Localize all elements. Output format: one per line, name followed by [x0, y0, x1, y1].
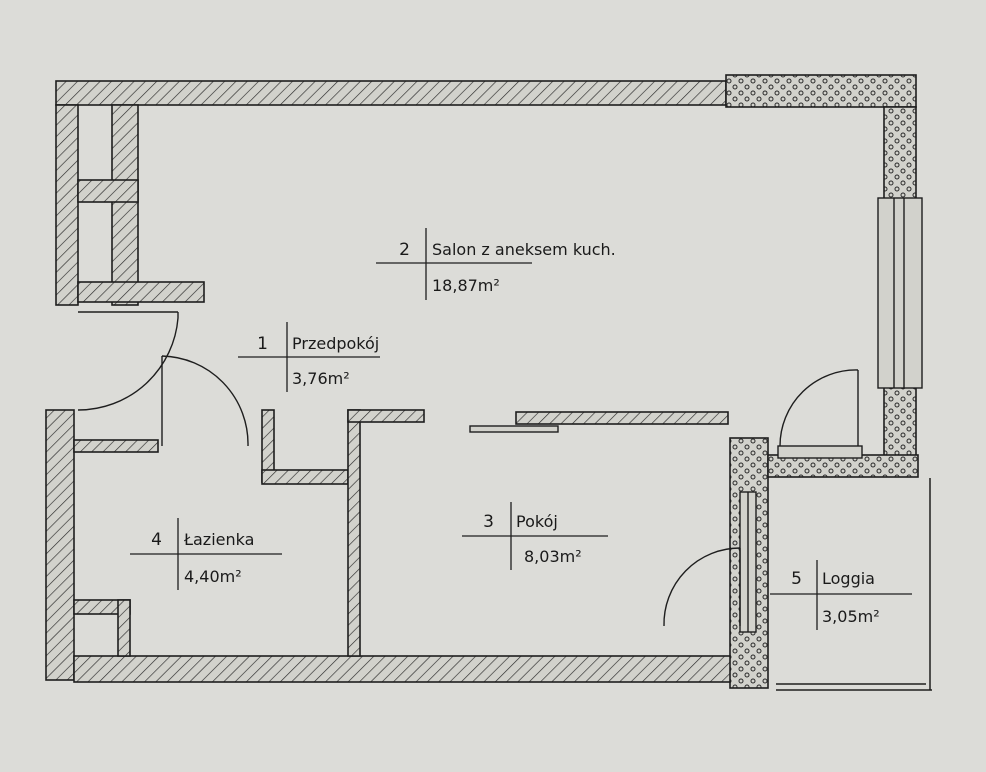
room-name: Loggia — [822, 569, 875, 588]
room-label-3: 3 Pokój 8,03m² — [462, 502, 608, 570]
windows — [469, 197, 923, 633]
room-area: 8,03m² — [524, 547, 582, 566]
walls — [45, 74, 919, 689]
room-labels: 1 Przedpokój 3,76m² 2 Salon z aneksem ku… — [130, 228, 912, 630]
shaft-wall-h2 — [77, 281, 205, 303]
room-number: 2 — [399, 240, 410, 260]
wall-bath-top — [73, 439, 159, 453]
room-number: 1 — [257, 334, 268, 354]
wall-top-right-block — [725, 74, 917, 108]
room-label-4: 4 Łazienka 4,40m² — [130, 518, 282, 590]
window-living-right — [877, 197, 923, 389]
door-room-swing — [663, 547, 741, 627]
door-bath-swing — [161, 355, 249, 447]
room-label-2: 2 Salon z aneksem kuch. 18,87m² — [376, 228, 616, 300]
room-number: 5 — [791, 569, 802, 589]
shaft-wall-vertical — [111, 104, 139, 306]
sliding-opening — [469, 425, 559, 433]
door-entrance-swing — [77, 312, 179, 411]
room-number: 4 — [151, 530, 162, 550]
wall-room-top-left — [347, 409, 425, 423]
doors — [77, 311, 859, 627]
room-name: Łazienka — [183, 530, 254, 549]
room-label-5: 5 Loggia 3,05m² — [770, 560, 912, 630]
room-name: Przedpokój — [292, 334, 379, 353]
wall-top — [55, 80, 727, 106]
room-name: Salon z aneksem kuch. — [432, 240, 616, 259]
wall-bath-bottom-stub-v — [117, 599, 131, 657]
room-area: 3,76m² — [292, 369, 350, 388]
wall-left-upper — [55, 104, 79, 306]
room-area: 4,40m² — [184, 567, 242, 586]
wall-bottom — [73, 655, 745, 683]
room-number: 3 — [483, 512, 494, 532]
room-name: Pokój — [516, 512, 558, 531]
shaft-wall-h1 — [77, 179, 139, 203]
room-area: 18,87m² — [432, 276, 500, 295]
door-frame-balcony — [777, 445, 863, 459]
wall-left — [45, 409, 75, 681]
wall-room-left — [347, 409, 361, 657]
room-area: 3,05m² — [822, 607, 880, 626]
loggia-outline — [776, 478, 932, 691]
door-balcony-swing — [779, 369, 859, 447]
room-label-1: 1 Przedpokój 3,76m² — [238, 322, 380, 392]
wall-room-top-right — [515, 411, 729, 425]
wall-bath-step — [261, 469, 349, 485]
